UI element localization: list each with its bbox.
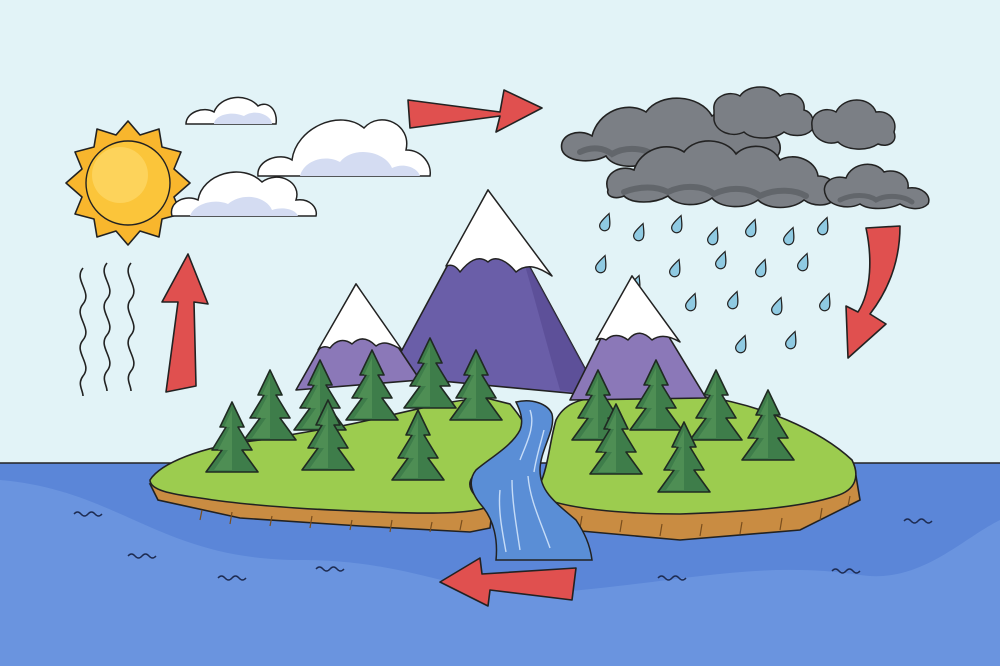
mountain-icon [569,275,707,401]
evaporation-lines-icon [79,262,135,397]
arrow-icon [439,557,577,607]
sun-icon [65,120,191,246]
storm-cloud-icon [811,99,896,150]
mountain-icon [295,283,421,391]
arrow-icon [161,253,209,393]
storm-cloud-icon [823,163,930,210]
white-cloud-icon [170,171,318,217]
arrow-icon [407,89,543,133]
arrow-icon [845,225,901,359]
white-cloud-icon [185,96,277,125]
white-cloud-icon [257,119,431,177]
mountain-icon [387,189,601,397]
river-icon [470,400,593,561]
